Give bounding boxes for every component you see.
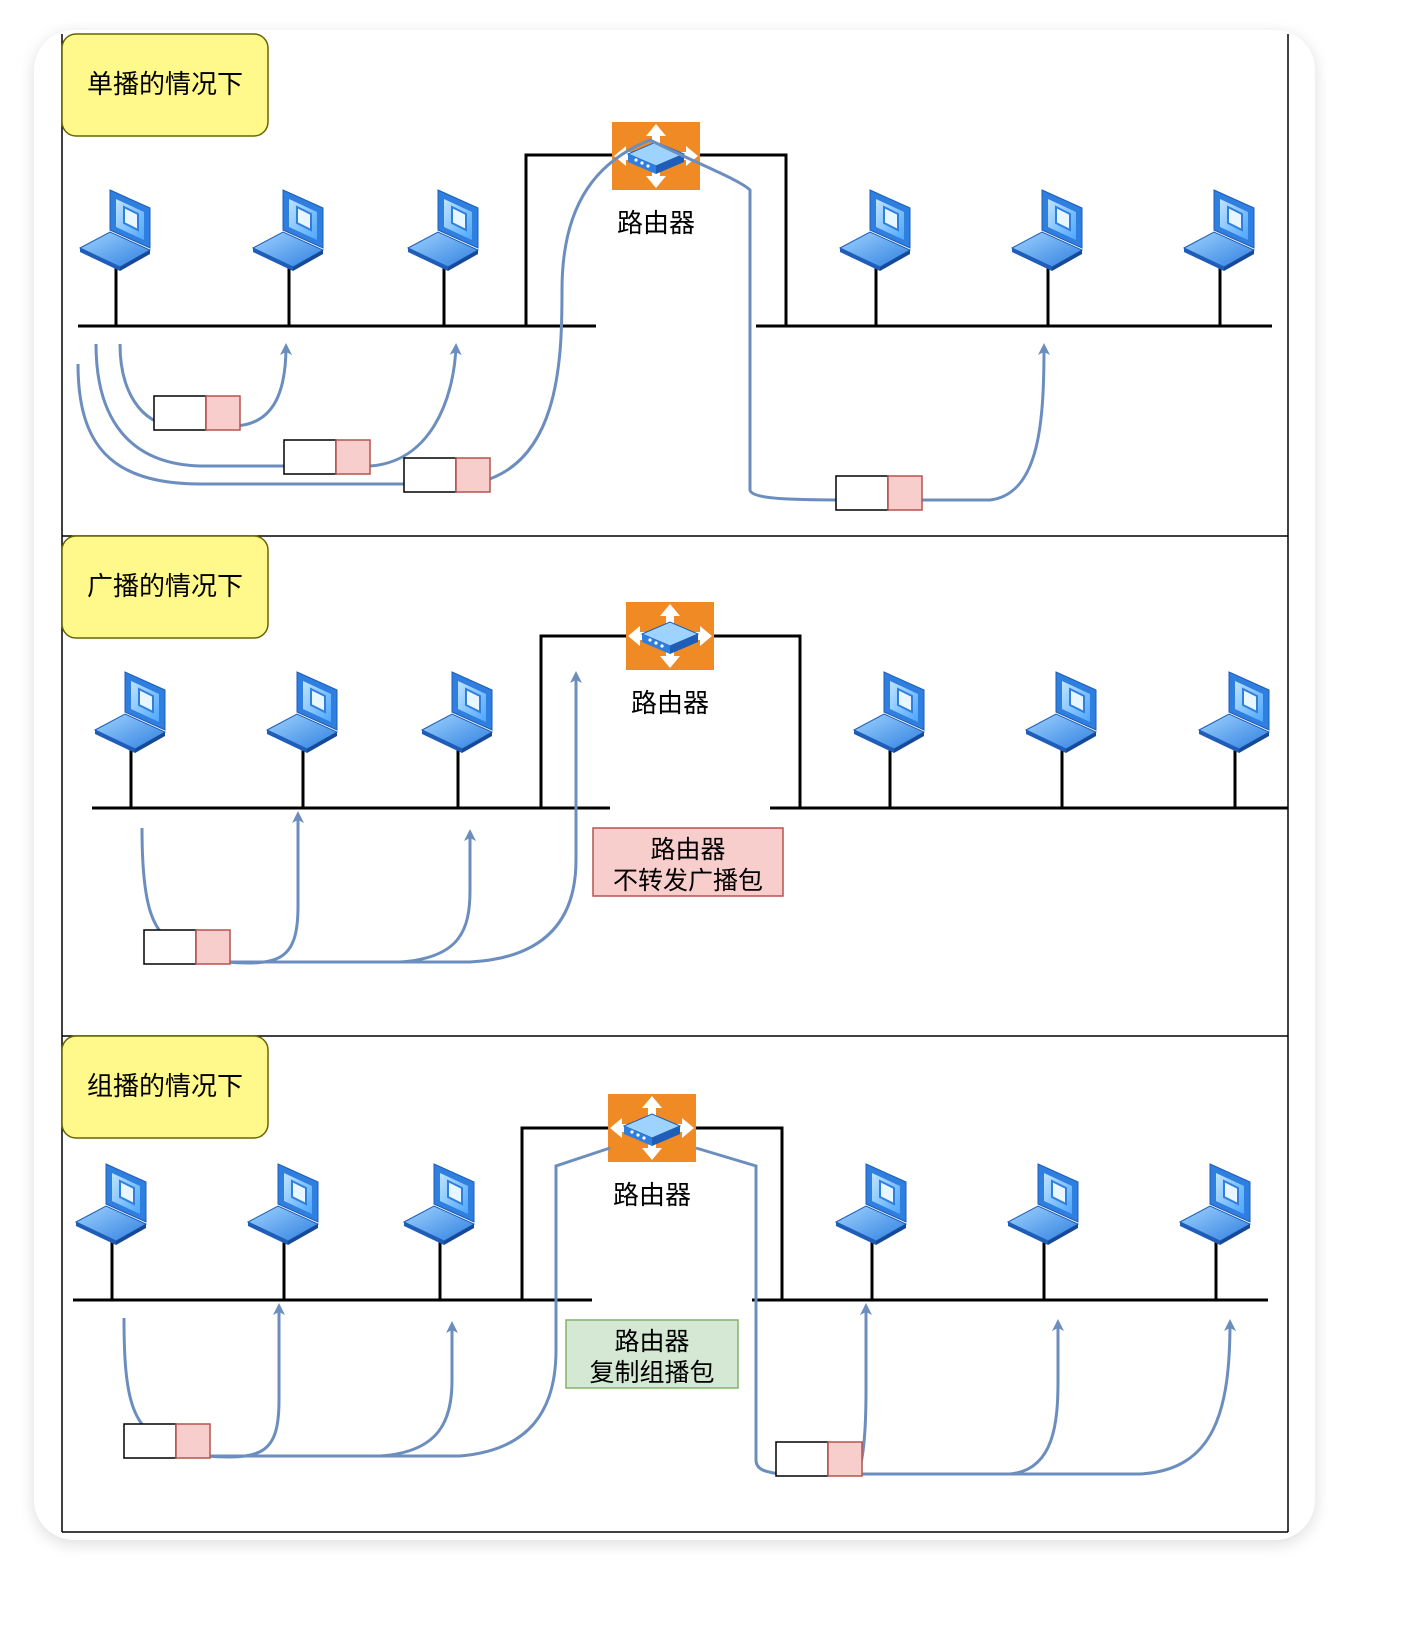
- panel-title: 组播的情况下: [87, 1072, 243, 1102]
- router-note-line: 复制组播包: [589, 1358, 714, 1387]
- router-note-box: [565, 1319, 739, 1389]
- router-note-line: 路由器: [614, 1327, 689, 1356]
- router-note-box: [592, 827, 784, 897]
- packet: [283, 439, 371, 475]
- panel-title-box: [61, 33, 269, 137]
- packet: [123, 1423, 211, 1459]
- panel-unicast: 单播的情况下 路由器: [61, 33, 1272, 511]
- card: [34, 30, 1315, 1540]
- frame: [61, 34, 1289, 1533]
- router-icon: [625, 601, 715, 671]
- panel-title: 单播的情况下: [87, 70, 243, 100]
- packet: [143, 929, 231, 965]
- packet: [403, 457, 491, 493]
- lan-bus: [73, 1126, 1268, 1302]
- packet: [835, 475, 923, 511]
- router-label: 路由器: [631, 689, 709, 719]
- panel-title-box: [61, 535, 269, 639]
- flow-lines: [122, 1146, 1236, 1476]
- panel-broadcast: 广播的情况下 路由器 路由器 不转发广: [61, 535, 1288, 965]
- router-label: 路由器: [617, 209, 695, 239]
- packet: [153, 395, 241, 431]
- router-icon: [607, 1093, 697, 1163]
- router-note-line: 路由器: [650, 835, 725, 864]
- router-note-line: 不转发广播包: [613, 866, 763, 895]
- lan-bus: [92, 634, 1288, 810]
- lan-bus: [78, 153, 1272, 328]
- panel-multicast: 组播的情况下 路由器: [61, 1035, 1268, 1477]
- panel-title: 广播的情况下: [87, 572, 243, 602]
- router-label: 路由器: [613, 1181, 691, 1211]
- packet: [775, 1441, 863, 1477]
- panel-title-box: [61, 1035, 269, 1139]
- flow-lines: [140, 671, 582, 965]
